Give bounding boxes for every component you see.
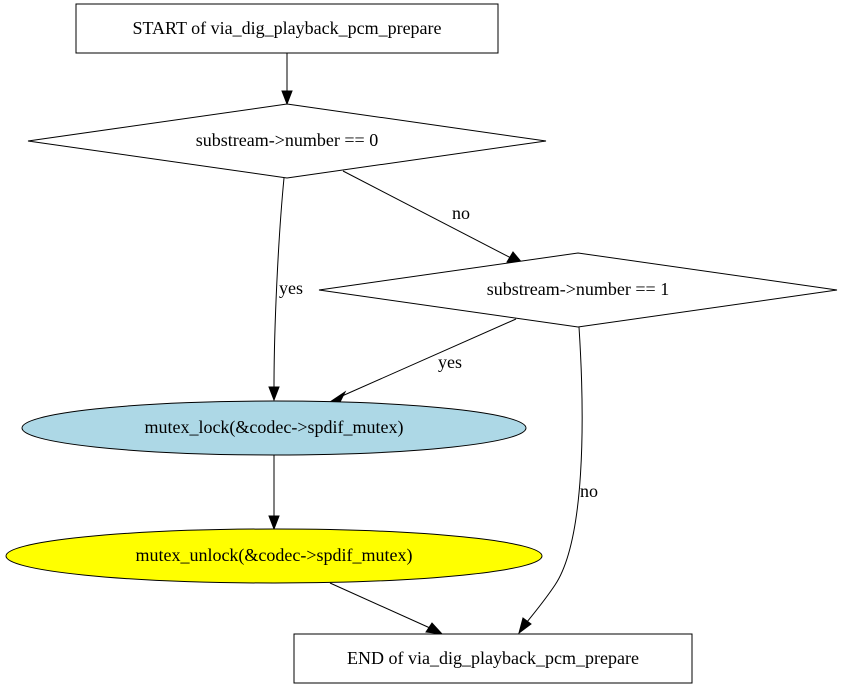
edge-cond0-to-cond1: [342, 170, 512, 259]
node-unlock-ellipse: [5, 528, 543, 584]
edge-unlock-to-end-arrowhead: [425, 622, 444, 635]
node-start-box: [75, 3, 499, 54]
edge-cond1-to-end-arrowhead: [518, 617, 532, 635]
edge-labels: no yes yes no: [279, 203, 598, 501]
node-end-label: END of via_dig_playback_pcm_prepare: [347, 648, 639, 668]
edge-cond1-to-lock-arrowhead: [328, 390, 347, 403]
node-unlock: mutex_unlock(&codec->spdif_mutex): [5, 528, 543, 584]
node-cond1-diamond: [318, 252, 838, 328]
edge-label-cond1-no: no: [580, 481, 598, 501]
edge-label-cond0-no: no: [452, 203, 470, 223]
node-cond0: substream->number == 0: [27, 103, 547, 179]
node-cond0-label: substream->number == 0: [196, 130, 378, 150]
node-unlock-label: mutex_unlock(&codec->spdif_mutex): [135, 545, 412, 566]
node-lock: mutex_lock(&codec->spdif_mutex): [21, 400, 527, 456]
edge-cond0-to-lock-arrowhead: [268, 386, 280, 402]
node-cond1: substream->number == 1: [318, 252, 838, 328]
edge-lock-to-unlock-arrowhead: [268, 515, 280, 531]
edge-label-cond0-yes: yes: [279, 278, 303, 298]
node-lock-label: mutex_lock(&codec->spdif_mutex): [144, 417, 403, 438]
edge-unlock-to-end: [329, 582, 431, 629]
node-lock-ellipse: [21, 400, 527, 456]
node-start: START of via_dig_playback_pcm_prepare: [75, 3, 499, 54]
edge-label-cond1-yes: yes: [438, 352, 462, 372]
edge-cond0-to-lock: [273, 177, 285, 388]
node-end: END of via_dig_playback_pcm_prepare: [293, 633, 693, 684]
node-cond1-label: substream->number == 1: [487, 279, 669, 299]
edge-start-to-cond0-arrowhead: [281, 90, 293, 106]
edges: [268, 53, 583, 635]
node-cond0-diamond: [27, 103, 547, 179]
edge-cond1-to-lock: [341, 318, 517, 397]
node-start-label: START of via_dig_playback_pcm_prepare: [132, 18, 441, 38]
edge-cond1-to-end: [526, 326, 583, 623]
node-end-box: [293, 633, 693, 684]
